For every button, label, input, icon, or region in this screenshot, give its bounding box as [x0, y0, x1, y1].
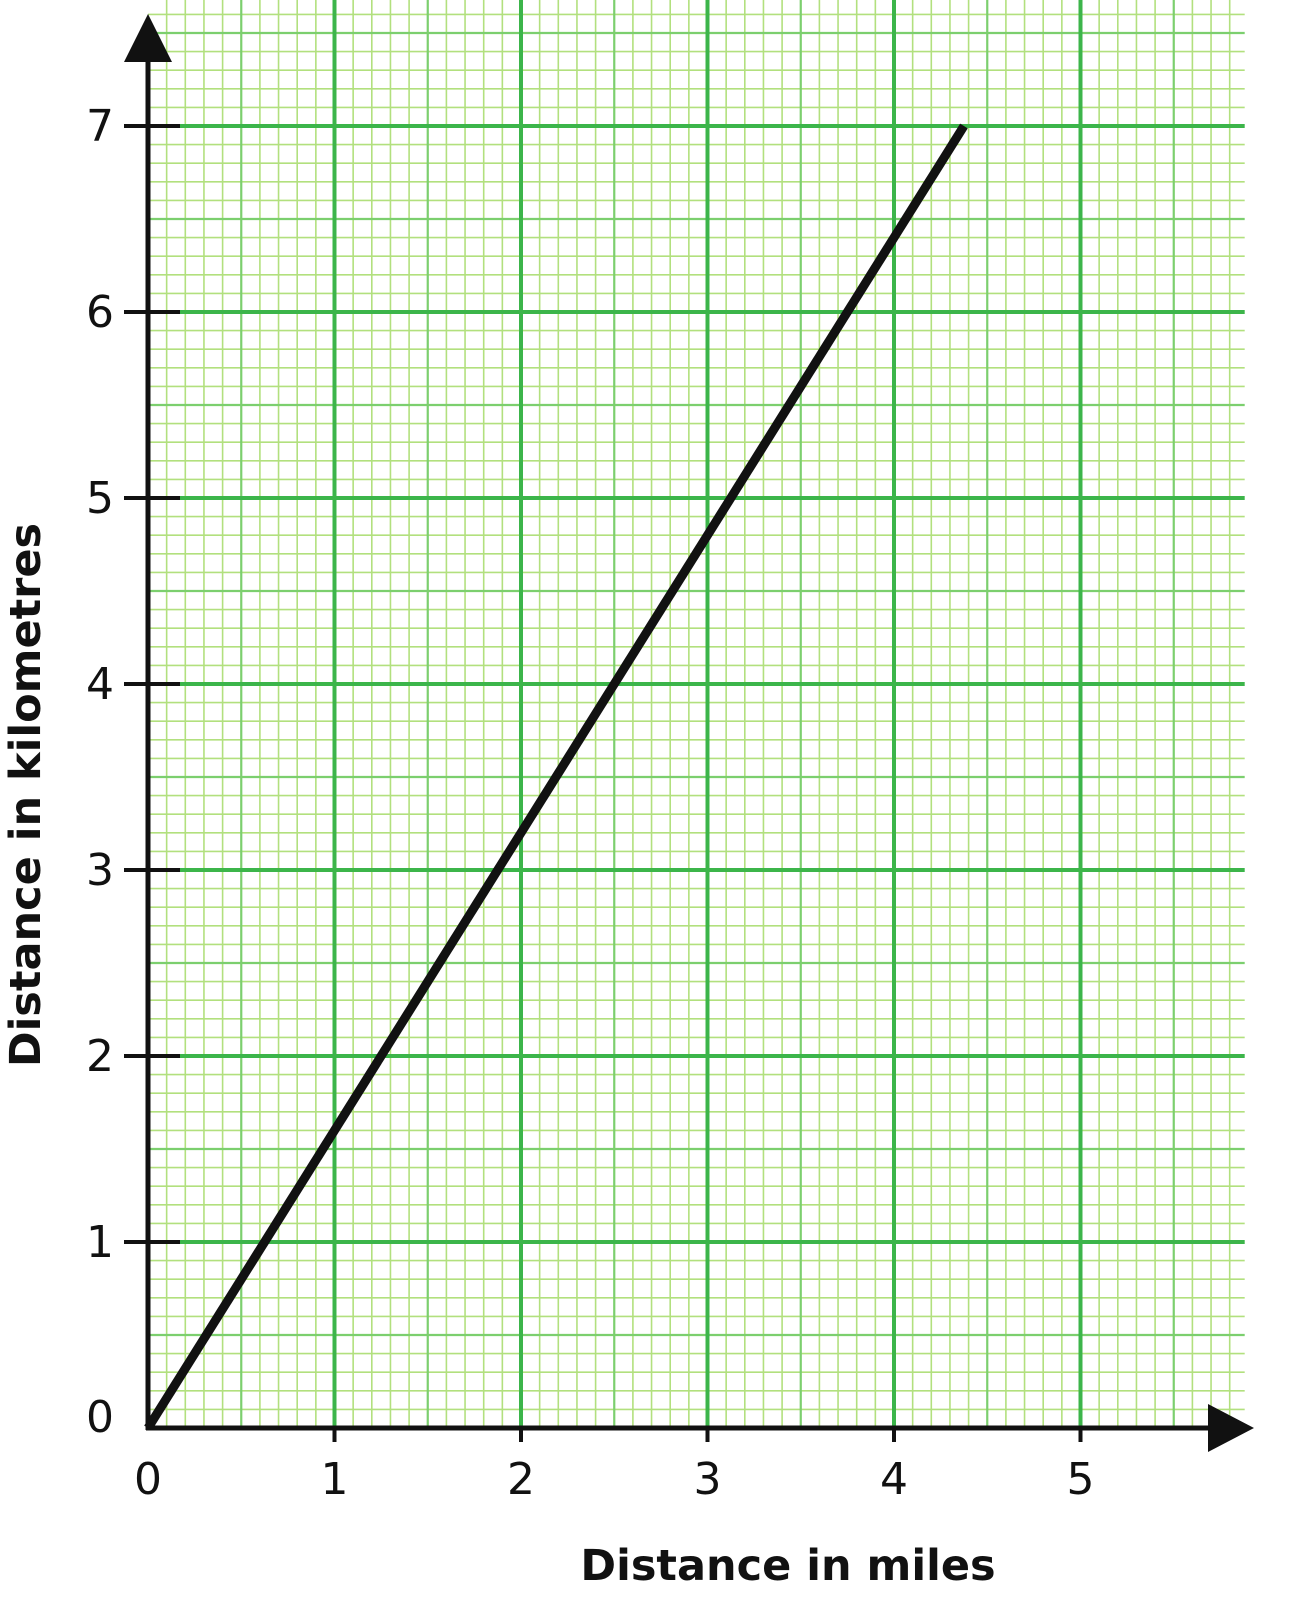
- x-tick-label: 2: [507, 1454, 535, 1505]
- y-tick-marks: [124, 124, 180, 1244]
- y-axis-title: Distance in kilometres: [1, 523, 51, 1067]
- y-tick-label: 6: [86, 287, 114, 338]
- y-tick-label: 3: [86, 845, 114, 896]
- x-axis-title: Distance in miles: [580, 1541, 995, 1591]
- y-tick-label: 4: [86, 659, 114, 710]
- x-axis-arrow: [1208, 1404, 1254, 1452]
- mid-grid: [148, 0, 1245, 1428]
- y-tick-label: 5: [86, 473, 114, 524]
- y-tick-labels: 0 1 2 3 4 5 6 7: [86, 101, 114, 1443]
- x-tick-label: 5: [1067, 1454, 1095, 1505]
- y-tick-label: 0: [86, 1392, 114, 1443]
- y-tick-label: 1: [86, 1217, 114, 1268]
- x-tick-label: 0: [134, 1454, 162, 1505]
- x-tick-label: 3: [694, 1454, 722, 1505]
- major-grid: [148, 0, 1245, 1428]
- minor-grid: [148, 0, 1245, 1428]
- series-line: [144, 123, 968, 1431]
- x-tick-labels: 0 1 2 3 4 5: [134, 1454, 1095, 1505]
- x-tick-label: 4: [880, 1454, 908, 1505]
- x-tick-label: 1: [321, 1454, 349, 1505]
- y-tick-label: 7: [86, 101, 114, 152]
- y-axis-arrow: [124, 14, 172, 62]
- series-layer: [144, 123, 968, 1431]
- y-tick-label: 2: [86, 1031, 114, 1082]
